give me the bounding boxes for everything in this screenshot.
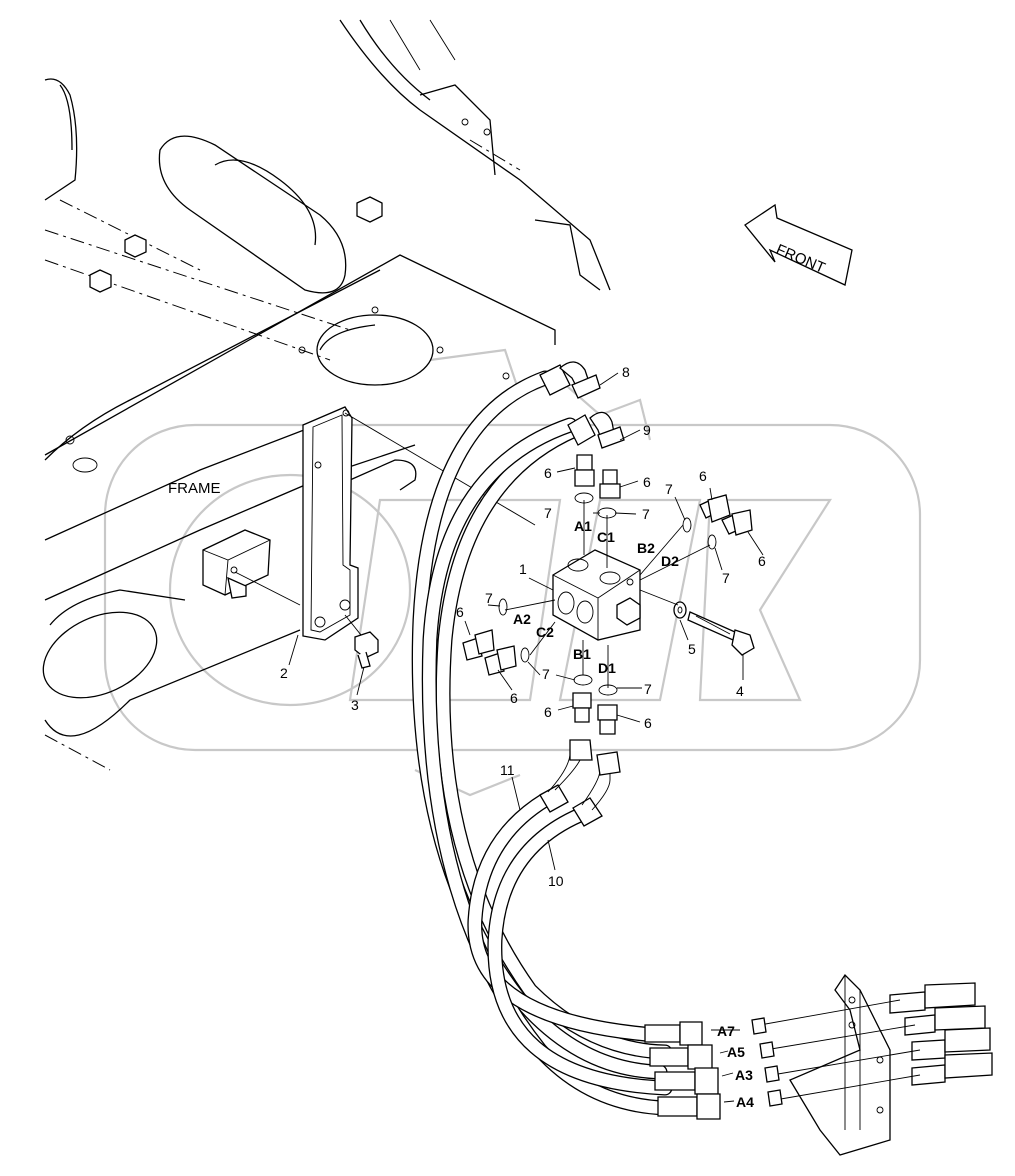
port-label-d2: D2 [661,553,679,569]
part-label-6: 6 [643,474,651,490]
part-label-6: 6 [758,553,766,569]
part-label-7: 7 [642,506,650,522]
part-label-7: 7 [722,570,730,586]
part-label-6: 6 [699,468,707,484]
part-label-7: 7 [485,590,493,606]
port-label-a4: A4 [736,1094,754,1110]
part-label-6: 6 [544,704,552,720]
bolt-4-and-washer-5 [673,601,755,656]
port-label-c2: C2 [536,624,554,640]
hose-bundle [411,361,721,1120]
part-label-6: 6 [510,690,518,706]
part-label-8: 8 [622,364,630,380]
port-label-b2: B2 [637,540,655,556]
part-label-9: 9 [643,422,651,438]
assembly-lines [504,500,711,688]
part-label-5: 5 [688,641,696,657]
frame-label: FRAME [168,480,221,497]
part-label-7: 7 [665,481,673,497]
port-label-b1: B1 [573,646,591,662]
part-label-3: 3 [351,697,359,713]
leader-lines [288,372,764,1103]
port-label-a2: A2 [513,611,531,627]
front-arrow: FRONT [744,203,853,286]
control-valve [552,549,641,641]
part-label-7: 7 [544,505,552,521]
bracket [302,406,359,641]
part-label-6: 6 [644,715,652,731]
part-label-6: 6 [544,465,552,481]
port-label-d1: D1 [598,660,616,676]
part-label-7: 7 [542,666,550,682]
port-label-c1: C1 [597,529,615,545]
port-label-a5: A5 [727,1044,745,1060]
port-label-a1: A1 [574,518,592,534]
port-label-a7: A7 [717,1023,735,1039]
part-number-labels: 1 2 3 4 5 6 6 6 6 6 6 6 6 7 7 7 7 7 7 7 … [280,364,766,889]
hose-bracket [751,973,993,1156]
part-label-4: 4 [736,683,744,699]
frame-structure [42,19,611,771]
fittings [462,454,753,776]
part-label-7: 7 [644,681,652,697]
part-label-10: 10 [548,873,564,889]
port-label-a3: A3 [735,1067,753,1083]
bolt-3 [344,614,379,669]
part-label-1: 1 [519,561,527,577]
part-label-2: 2 [280,665,288,681]
port-labels: A1 C1 B2 D2 A2 C2 B1 D1 A7 A5 A3 A4 [513,518,754,1110]
part-label-6: 6 [456,604,464,620]
part-label-11: 11 [500,762,515,778]
